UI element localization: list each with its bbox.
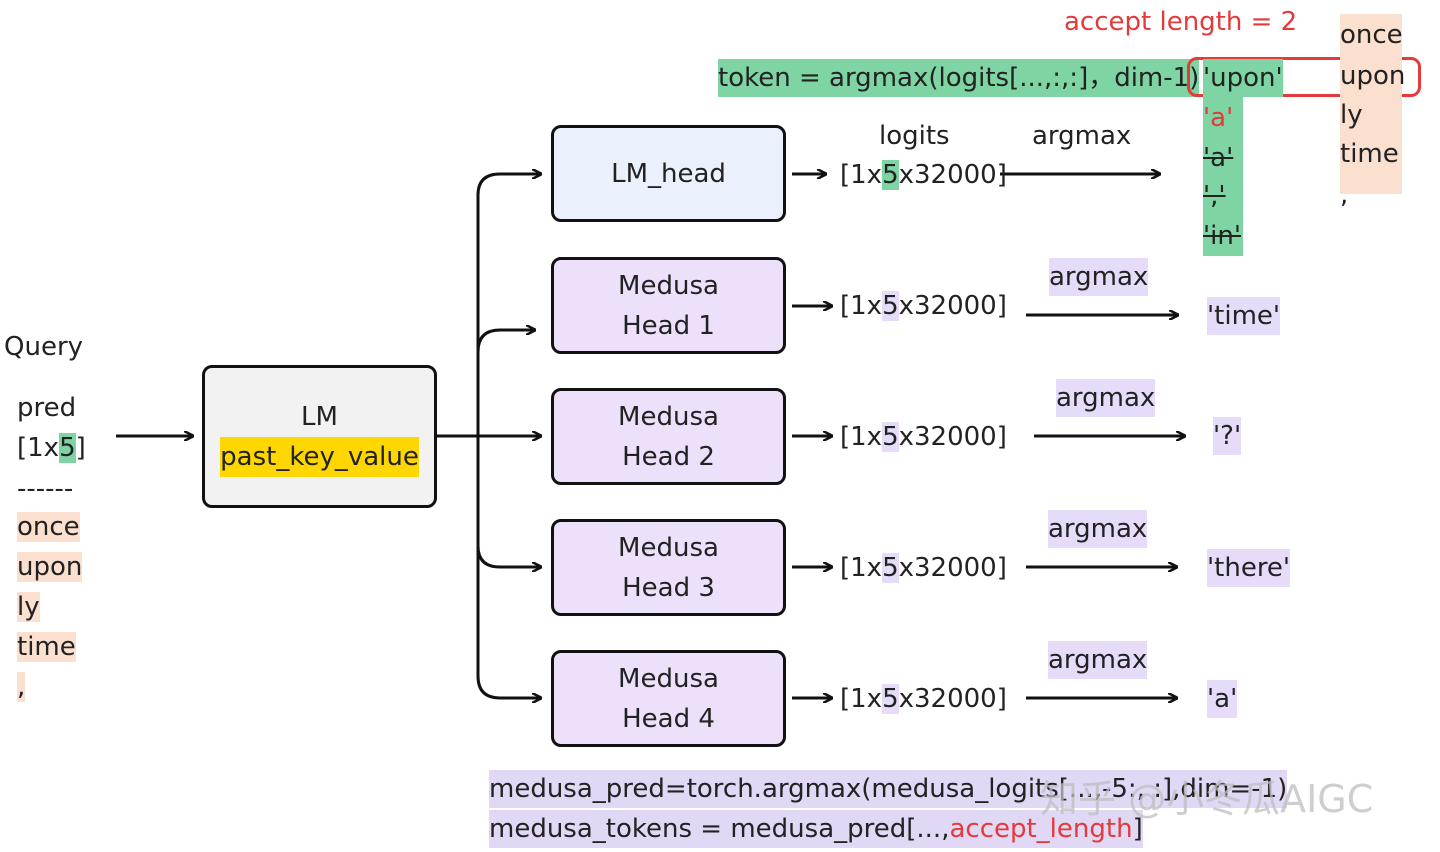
medusa-pred-code: medusa_pred=torch.argmax(medusa_logits[.… [489,770,1288,808]
query-token: , [17,672,26,702]
medusa-head-label: Medusa [618,401,719,432]
medusa-head-index: Head 3 [622,572,715,603]
branch-to-medusa-head-3 [476,436,541,567]
pred-label: pred [17,393,77,423]
lm-head-box: LM_head [551,125,786,222]
query-token-list: once upon ly time , [17,508,83,706]
branch-to-medusa-head-4 [476,546,541,698]
branch-to-lm-head [476,174,541,436]
medusa-head-3-logits-shape: [1x5x32000] [840,553,1007,583]
medusa-head-label: Medusa [618,270,719,301]
query-token: ly [17,592,40,622]
lm-head-token-rejected: 'in' [1203,221,1241,251]
medusa-head-2-argmax-label: argmax [1056,379,1156,417]
medusa-head-1-argmax-label: argmax [1049,258,1149,296]
logits-label: logits [879,121,950,151]
medusa-head-index: Head 1 [622,310,715,341]
lm-head-logits-shape: [1x5x32000] [840,160,1007,190]
token-formula: token = argmax(logits[...,:,:]，dim-1) [718,59,1200,97]
accept-highlight-box [1187,57,1421,97]
lm-head-token-rejected: 'a' [1203,143,1234,173]
query-token: once [17,512,80,542]
past-key-value-label: past_key_value [220,436,419,477]
query-title: Query [4,332,84,362]
medusa-head-3-box: Medusa Head 3 [551,519,786,616]
output-token: time [1340,139,1399,169]
output-token: , [1340,180,1349,210]
medusa-head-2-token: '?' [1213,417,1242,455]
output-token: once [1340,20,1403,50]
lm-head-label: LM_head [611,158,726,189]
lm-head-token-candidate: 'a' [1203,103,1234,133]
medusa-tokens-code: medusa_tokens = medusa_pred[...,accept_l… [489,810,1143,848]
output-token: upon [1340,61,1406,91]
medusa-head-2-logits-shape: [1x5x32000] [840,422,1007,452]
lm-label: LM [301,401,338,432]
medusa-head-2-box: Medusa Head 2 [551,388,786,485]
medusa-head-4-argmax-label: argmax [1048,641,1148,679]
accept-length-label: accept length = 2 [1064,7,1298,37]
medusa-head-1-logits-shape: [1x5x32000] [840,291,1007,321]
query-divider: ------ [17,474,74,504]
pred-shape: [1x5] [17,433,86,463]
query-token: time [17,632,76,662]
watermark-text: 知乎 @小冬瓜AIGC [1040,777,1374,821]
medusa-head-1-token: 'time' [1207,297,1281,335]
medusa-head-3-argmax-label: argmax [1048,510,1148,548]
lm-head-argmax-label: argmax [1032,121,1132,151]
lm-box: LM past_key_value [202,365,437,508]
medusa-head-4-token: 'a' [1207,680,1238,718]
output-token: ly [1340,100,1363,130]
medusa-head-label: Medusa [618,663,719,694]
output-token-column-bg [1340,14,1402,194]
medusa-head-index: Head 2 [622,441,715,472]
medusa-head-index: Head 4 [622,703,715,734]
medusa-head-3-token: 'there' [1207,549,1291,587]
branch-to-medusa-head-1 [476,330,535,353]
query-token: upon [17,552,83,582]
medusa-head-4-box: Medusa Head 4 [551,650,786,747]
lm-head-token-accepted: 'upon' [1203,59,1283,97]
medusa-head-4-logits-shape: [1x5x32000] [840,684,1007,714]
medusa-head-1-box: Medusa Head 1 [551,257,786,354]
lm-head-token-rejected: ',' [1203,181,1226,211]
medusa-head-label: Medusa [618,532,719,563]
